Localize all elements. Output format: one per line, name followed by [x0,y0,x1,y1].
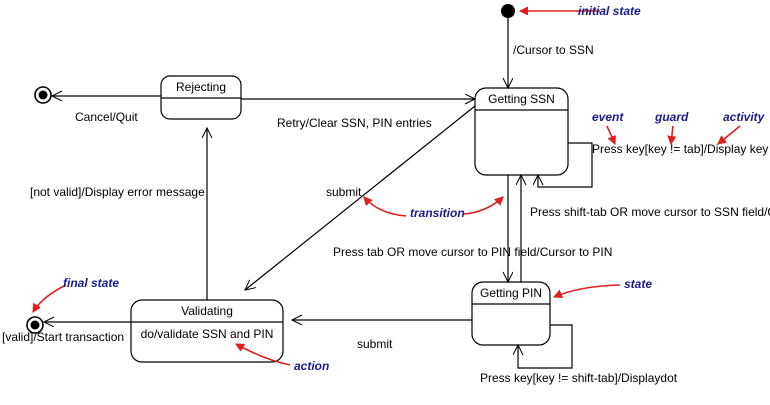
transition-label-validating-to-final: [valid]/Start transaction [2,330,125,344]
annotation-label-final-state: final state [63,276,120,290]
transition-label-rejecting-to-ssn: Retry/Clear SSN, PIN entries [277,116,432,130]
initial-state [501,4,515,18]
annotation-label-event: event [592,110,624,124]
state-label-getting-pin: Getting PIN [479,286,543,300]
annotation-arrow-transition-left [364,197,407,217]
annotation-arrow-final-state [32,284,67,312]
transition-ssn-self-loop [538,142,593,188]
annotation-arrow-guard [671,125,673,144]
transition-label-validating-to-rejecting: [not valid]/Display error message [30,185,205,199]
state-getting-pin-shape [471,281,551,346]
transition-label-pin-to-validating: submit [357,337,393,351]
annotation-label-activity: activity [723,110,765,124]
annotation-label-state: state [624,277,653,291]
transition-label-pin-to-ssn: Press shift-tab OR move cursor to SSN fi… [530,205,770,219]
annotation-arrow-action [236,343,291,366]
transition-label-pin-self-loop: Press key[key != shift-tab]/Displaydot [480,371,678,385]
state-label-rejecting: Rejecting [175,80,227,94]
annotation-label-initial-state: initial state [578,4,641,18]
transition-label-ssn-self-loop: Press key[key != tab]/Display key [592,142,769,156]
state-label-getting-ssn: Getting SSN [488,92,555,106]
state-activity-validating: do/validate SSN and PIN [140,327,274,341]
transition-pin-self-loop [518,324,573,369]
annotation-arrow-transition-right [463,197,503,215]
transition-label-rejecting-to-final: Cancel/Quit [75,110,138,124]
transition-label-initial-to-ssn: /Cursor to SSN [513,43,594,57]
annotation-label-guard: guard [655,110,689,124]
state-rejecting-shape [160,75,242,120]
transition-label-ssn-to-pin: Press tab OR move cursor to PIN field/Cu… [333,245,613,259]
transition-label-ssn-to-validating: submit [326,185,362,199]
state-label-validating: Validating [181,304,233,318]
final-state-top [34,86,52,104]
annotation-arrow-state [554,284,621,297]
annotation-arrow-activity [718,125,741,144]
annotation-label-transition: transition [410,206,465,220]
annotation-label-action: action [294,359,330,373]
transition-ssn-to-validating [245,105,476,290]
annotation-arrow-event [606,125,615,144]
